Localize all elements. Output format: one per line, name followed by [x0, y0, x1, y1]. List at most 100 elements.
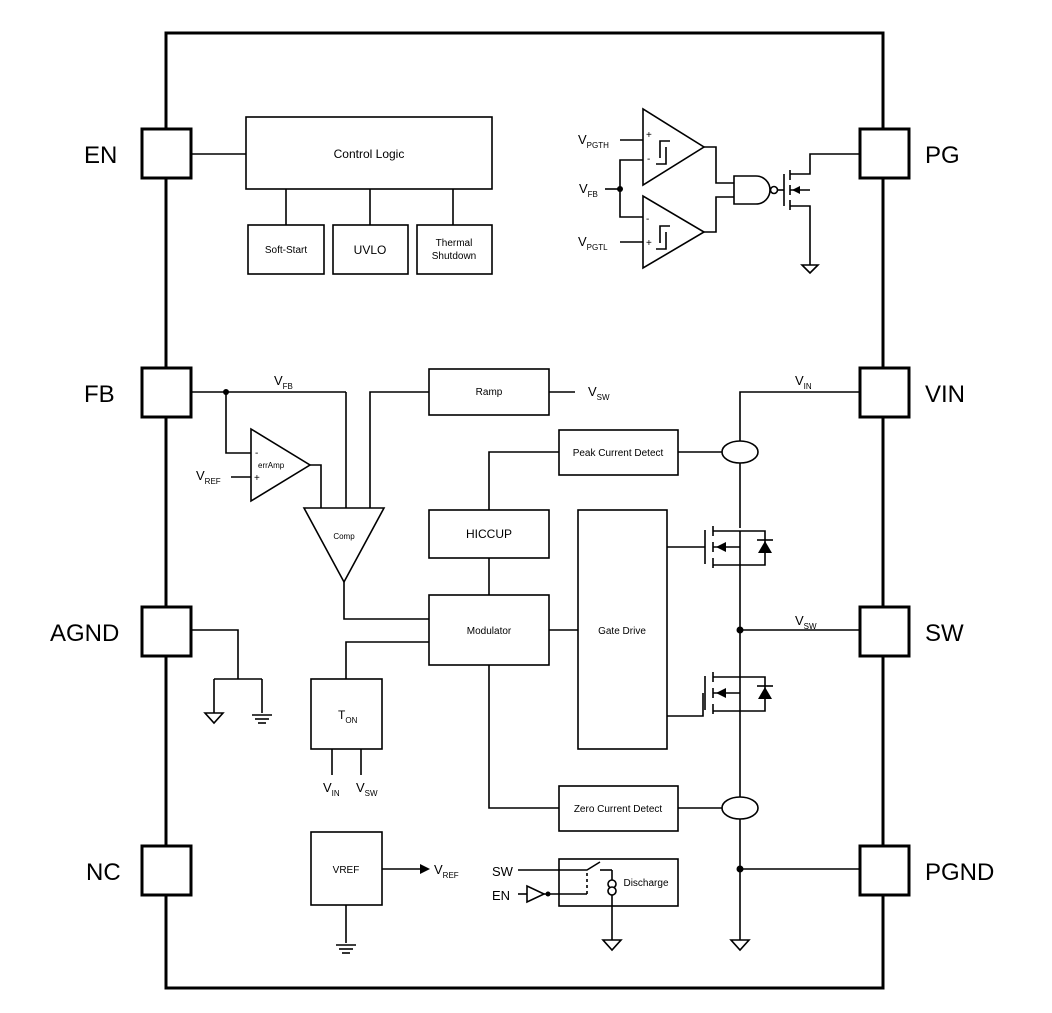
- vfb-pg-split-wire: [619, 159, 643, 218]
- control-logic-label: Control Logic: [334, 147, 405, 161]
- ls-body-diode-icon: [758, 687, 772, 699]
- discharge-en-label: EN: [492, 888, 510, 903]
- thermal-shutdown-label-1: Thermal: [436, 238, 473, 249]
- t-on-label: TON: [338, 708, 358, 725]
- pin-pg-pad: [858, 127, 911, 180]
- vin-rail-label: VIN: [795, 373, 812, 391]
- pg-low-comparator: [642, 194, 706, 270]
- discharge-buffer-dot: [545, 891, 551, 897]
- vfb-pg-junction: [617, 186, 623, 192]
- pin-sw: SW: [858, 605, 964, 658]
- erramp-label: errAmp: [258, 461, 285, 470]
- soft-start-block: [247, 224, 325, 275]
- ramp-vsw-label: VSW: [588, 384, 610, 402]
- soft-start-label: Soft-Start: [265, 245, 307, 256]
- discharge-circuit: Discharge SW EN: [492, 858, 679, 952]
- uvlo-block: [332, 224, 409, 275]
- hiccup-block: [428, 509, 550, 559]
- peak-current-detect-block: [558, 429, 679, 476]
- comp-to-modulator-wire: [343, 582, 429, 620]
- pg-nand-gate: [733, 175, 771, 205]
- comp-comparator: [302, 507, 386, 584]
- pin-en-pad: [140, 127, 193, 180]
- pg-high-minus: -: [647, 154, 650, 165]
- pg-low-minus: -: [646, 214, 649, 225]
- control-logic-block: [245, 116, 493, 190]
- power-good-circuit: + - - + VPGTH VFB VPGTL: [578, 107, 860, 275]
- modulator-to-zcd-wire: [488, 665, 559, 809]
- pg-low-hysteresis-icon: [656, 225, 670, 250]
- current-source-bottom-icon: [607, 886, 617, 896]
- vref-block-label: VREF: [333, 865, 360, 876]
- erramp-minus: -: [255, 448, 258, 459]
- thermal-shutdown-label-2: Shutdown: [432, 251, 476, 262]
- peak-to-hiccup-wire: [488, 451, 559, 510]
- t-on-vin-label: VIN: [323, 780, 340, 798]
- uvlo-label: UVLO: [354, 243, 387, 257]
- agnd-earth-ground-icon: [252, 714, 272, 724]
- vref-arrow-icon: [420, 864, 430, 874]
- hiccup-label: HICCUP: [466, 527, 512, 541]
- power-stage: VIN VSW: [704, 373, 860, 952]
- comp-label: Comp: [333, 532, 355, 541]
- modulator-block: [428, 594, 550, 666]
- pin-vin-pad: [858, 366, 911, 419]
- discharge-ground-icon: [601, 939, 623, 952]
- pin-pgnd-pad: [858, 844, 911, 897]
- pin-en-label: EN: [84, 142, 117, 169]
- modulator-to-ton-wire: [345, 641, 429, 679]
- t-on-vsw-label: VSW: [356, 780, 378, 798]
- vfb-label: VFB: [274, 373, 293, 391]
- pin-fb-label: FB: [84, 381, 115, 408]
- sw-rail-label: VSW: [795, 613, 817, 631]
- pin-agnd: AGND: [50, 605, 193, 658]
- pin-agnd-pad: [140, 605, 193, 658]
- pgnd-junction: [736, 865, 744, 873]
- discharge-buffer-icon: [526, 884, 546, 904]
- pg-nand-bubble: [769, 185, 779, 195]
- vfb-pg-label: VFB: [579, 181, 598, 199]
- pg-high-plus: +: [646, 130, 652, 141]
- pin-pg-label: PG: [925, 142, 960, 169]
- pin-sw-label: SW: [925, 620, 964, 647]
- ic-package-outline: [164, 31, 885, 990]
- discharge-sw-wire: [518, 861, 601, 871]
- hs-fet-arrow: [716, 542, 726, 552]
- erramp-plus: +: [254, 473, 260, 484]
- gate-drive-ls-wire: [667, 693, 704, 717]
- vref-earth-ground-icon: [336, 944, 356, 954]
- gate-drive-block: [577, 509, 668, 750]
- vref-block: [310, 831, 383, 906]
- pgnd-ground-icon: [729, 939, 751, 952]
- hs-body-diode-icon: [758, 541, 772, 553]
- pin-vin-label: VIN: [925, 381, 965, 408]
- pin-nc-pad: [140, 844, 193, 897]
- agnd-signal-ground-icon: [203, 712, 225, 725]
- pin-nc-label: NC: [86, 859, 121, 886]
- t-on-block: [310, 678, 383, 750]
- modulator-label: Modulator: [467, 626, 512, 637]
- vpgtl-label: VPGTL: [578, 234, 608, 252]
- pin-pg: PG: [858, 127, 960, 180]
- pin-sw-pad: [858, 605, 911, 658]
- erramp-out-wire: [310, 464, 322, 518]
- pg-high-out-wire: [704, 146, 734, 184]
- zero-current-sense-icon: [721, 796, 759, 820]
- pg-ground-icon: [800, 264, 820, 275]
- vref-erramp-label: VREF: [196, 468, 221, 486]
- pg-low-out-wire: [704, 196, 734, 233]
- vref-out-label: VREF: [434, 862, 459, 880]
- pin-pgnd: PGND: [858, 844, 994, 897]
- pin-fb: FB: [84, 366, 193, 419]
- error-amplifier: [250, 427, 312, 503]
- thermal-shutdown-block: [416, 224, 493, 275]
- discharge-label: Discharge: [623, 878, 668, 889]
- pin-pgnd-label: PGND: [925, 859, 994, 886]
- pg-source-wire: [790, 205, 811, 265]
- pin-agnd-label: AGND: [50, 620, 119, 647]
- ramp-block: [428, 368, 550, 416]
- peak-current-detect-label: Peak Current Detect: [573, 448, 664, 459]
- ls-fet-arrow: [716, 688, 726, 698]
- discharge-block: [558, 858, 679, 907]
